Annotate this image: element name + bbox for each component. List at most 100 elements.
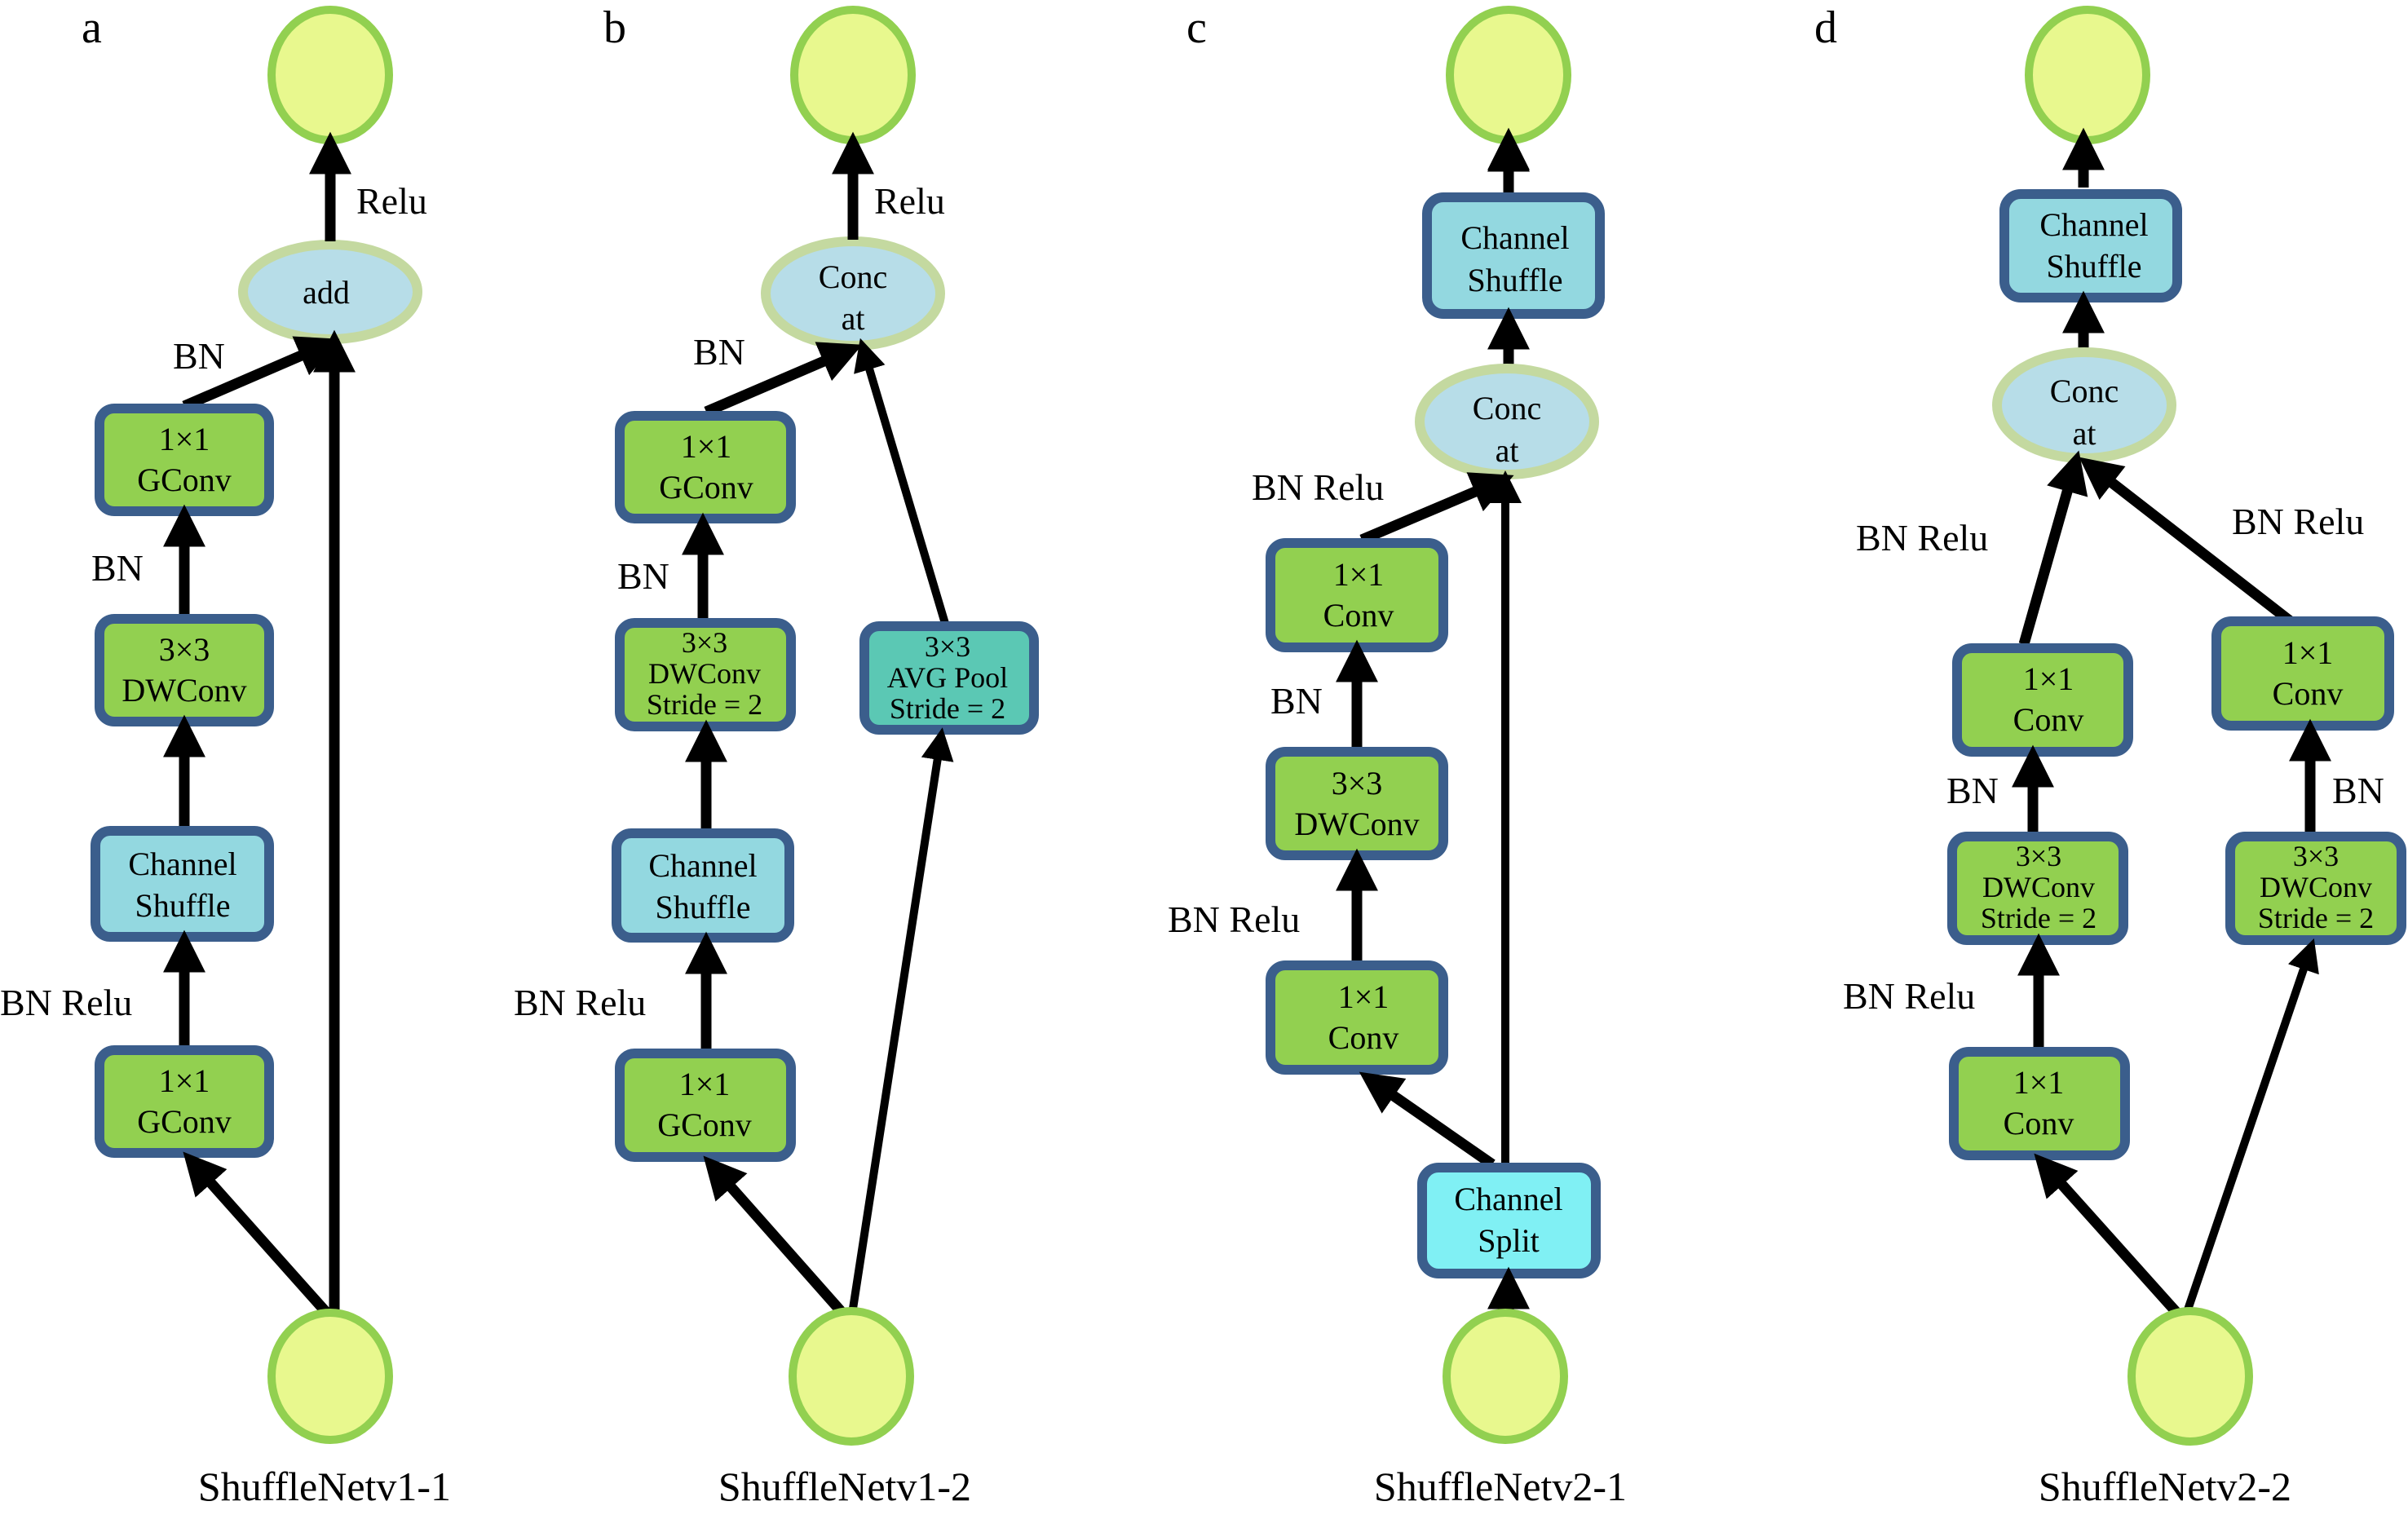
box-label-line: Conv bbox=[2273, 675, 2344, 712]
edge-label-bn: BN bbox=[173, 335, 225, 377]
box-label-line: 1×1 bbox=[1333, 556, 1385, 593]
box-label-line: Channel bbox=[648, 847, 757, 884]
concat-label-line: at bbox=[2073, 415, 2097, 452]
edge-right-conv-to-concat bbox=[2079, 457, 2313, 641]
edge-input-to-gconv bbox=[183, 1151, 334, 1321]
box-label-line: 1×1 bbox=[159, 421, 210, 457]
edge-label-bn-relu: BN Relu bbox=[514, 982, 646, 1023]
panel-c: c Channel Shuffle Conc at BN Relu 1×1 Co… bbox=[1168, 2, 1627, 1509]
output-node bbox=[267, 6, 393, 144]
box-label-line: 3×3 bbox=[682, 626, 727, 659]
box-label-line: 1×1 bbox=[2282, 634, 2334, 671]
box-label-line: 3×3 bbox=[1332, 765, 1383, 801]
panel-caption: ShuffleNetv2-2 bbox=[2039, 1464, 2291, 1509]
edge-conv-to-concat bbox=[1359, 472, 1514, 545]
output-node bbox=[2025, 6, 2150, 144]
panel-caption: ShuffleNetv2-1 bbox=[1374, 1464, 1627, 1509]
box-label-line: GConv bbox=[137, 1103, 232, 1140]
box-label-line: Conv bbox=[1328, 1019, 1399, 1056]
box-label-line: Shuffle bbox=[655, 889, 750, 925]
edge-input-to-left-conv bbox=[2034, 1153, 2185, 1321]
edge-left-conv-to-concat bbox=[2018, 450, 2088, 646]
concat-label-line: Conc bbox=[2050, 373, 2119, 409]
box-label-line: DWConv bbox=[122, 672, 246, 709]
box-label-line: Conv bbox=[2013, 701, 2084, 738]
box-label-line: DWConv bbox=[1294, 806, 1419, 842]
box-label-line: 1×1 bbox=[2013, 1064, 2065, 1101]
edge-label-bn-relu: BN Relu bbox=[0, 982, 132, 1023]
input-node bbox=[1443, 1309, 1568, 1444]
edge-label-bn: BN bbox=[1270, 680, 1323, 722]
edge-label-bn-relu: BN Relu bbox=[1168, 899, 1300, 940]
box-label-line: AVG Pool bbox=[887, 661, 1008, 694]
box-label-line: 1×1 bbox=[2023, 660, 2074, 697]
input-node bbox=[267, 1309, 393, 1444]
panel-letter-a: a bbox=[82, 2, 102, 53]
edge-pool-to-concat bbox=[854, 338, 950, 628]
edge-label-bn: BN bbox=[91, 547, 144, 589]
edge-gconv-to-concat bbox=[704, 342, 863, 417]
box-label-line: Shuffle bbox=[135, 887, 230, 924]
box-label-line: Stride = 2 bbox=[1981, 902, 2097, 934]
panel-letter-b: b bbox=[603, 2, 626, 53]
concat-label-line: at bbox=[842, 300, 865, 337]
box-label-line: Shuffle bbox=[2046, 248, 2141, 285]
box-label-line: Conv bbox=[2004, 1105, 2074, 1141]
box-label-line: Stride = 2 bbox=[2258, 902, 2374, 934]
edge-label-bn: BN bbox=[2332, 770, 2384, 811]
edge-label-bn-relu: BN Relu bbox=[1856, 517, 1988, 559]
box-label-line: Conv bbox=[1323, 597, 1394, 634]
add-label: add bbox=[303, 274, 350, 311]
edge-label-bn: BN bbox=[693, 331, 745, 373]
edge-label-bn-relu: BN Relu bbox=[1252, 466, 1384, 508]
box-label-line: Stride = 2 bbox=[890, 692, 1005, 725]
box-label-line: 3×3 bbox=[925, 630, 970, 663]
output-node bbox=[790, 6, 916, 144]
edge-input-to-right-dwconv bbox=[2181, 938, 2319, 1318]
output-node bbox=[1446, 6, 1571, 144]
edge-input-to-gconv bbox=[703, 1155, 852, 1323]
input-node bbox=[789, 1307, 914, 1446]
box-label-line: GConv bbox=[657, 1106, 752, 1143]
panel-b: b Conc at Relu BN 1×1 GConv BN 3×3 DWCon… bbox=[514, 2, 1039, 1509]
panel-a: a add Relu BN 1×1 GConv BN 3×3 DWConv Ch… bbox=[0, 2, 451, 1509]
concat-label-line: Conc bbox=[819, 258, 887, 295]
box-label-line: GConv bbox=[137, 461, 232, 498]
box-label-line: 1×1 bbox=[679, 1066, 731, 1102]
panel-caption: ShuffleNetv1-1 bbox=[198, 1464, 451, 1509]
input-node bbox=[2127, 1307, 2253, 1446]
box-label-line: Shuffle bbox=[1467, 262, 1562, 298]
edge-split-to-conv bbox=[1359, 1071, 1496, 1169]
box-label-line: Split bbox=[1478, 1222, 1540, 1259]
box-label-line: Stride = 2 bbox=[647, 688, 762, 721]
edge-label-relu: Relu bbox=[874, 180, 945, 222]
box-label-line: Channel bbox=[128, 846, 236, 882]
box-label-line: 3×3 bbox=[2016, 840, 2061, 872]
box-label-line: 1×1 bbox=[681, 428, 732, 465]
edge-label-bn-relu: BN Relu bbox=[1843, 975, 1975, 1017]
box-label-line: Channel bbox=[1454, 1181, 1562, 1217]
panel-letter-d: d bbox=[1814, 2, 1837, 53]
panel-d: d Channel Shuffle Conc at BN Relu BN Rel… bbox=[1814, 2, 2406, 1509]
edge-input-to-pool bbox=[847, 727, 954, 1320]
box-label-line: DWConv bbox=[648, 657, 761, 690]
box-label-line: 1×1 bbox=[159, 1062, 210, 1099]
box-label-line: 3×3 bbox=[159, 631, 210, 668]
edge-gconv-to-add bbox=[182, 336, 340, 411]
edge-label-relu: Relu bbox=[356, 180, 427, 222]
box-label-line: Channel bbox=[1460, 219, 1569, 256]
box-label-line: DWConv bbox=[2260, 871, 2372, 903]
edge-label-bn: BN bbox=[617, 555, 669, 597]
panel-letter-c: c bbox=[1186, 2, 1207, 53]
edge-label-bn: BN bbox=[1946, 770, 1999, 811]
box-label-line: 3×3 bbox=[2293, 840, 2339, 872]
box-label-line: 1×1 bbox=[1338, 978, 1390, 1015]
box-label-line: GConv bbox=[659, 469, 753, 506]
concat-label-line: Conc bbox=[1473, 390, 1541, 426]
box-label-line: Channel bbox=[2039, 206, 2148, 243]
box-1x1-conv-bottom bbox=[1266, 960, 1448, 1075]
edge-label-bn-relu: BN Relu bbox=[2232, 501, 2364, 542]
concat-label-line: at bbox=[1496, 432, 1519, 469]
box-label-line: DWConv bbox=[1982, 871, 2095, 903]
